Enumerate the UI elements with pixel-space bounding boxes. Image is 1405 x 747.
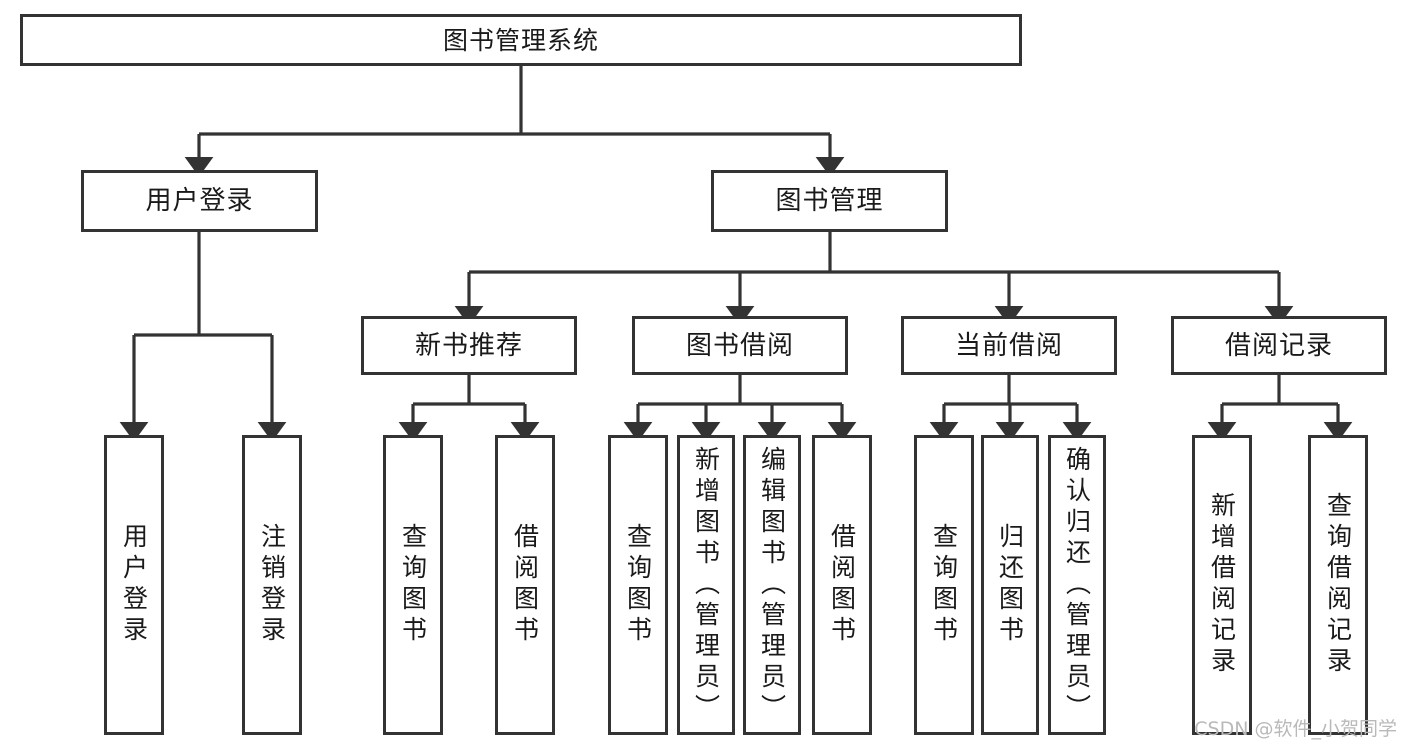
- node-borrow-record-label: 借阅记录: [1224, 330, 1333, 361]
- node-leaf-borrow-book-1[interactable]: 借阅图书: [495, 435, 555, 735]
- node-new-book-recommend[interactable]: 新书推荐: [361, 316, 577, 375]
- node-user-login[interactable]: 用户登录: [81, 170, 318, 232]
- node-leaf-borrow-book-1-label: 借阅图书: [510, 523, 540, 647]
- node-leaf-query-record-label: 查询借阅记录: [1323, 492, 1353, 678]
- node-leaf-add-record-label: 新增借阅记录: [1207, 492, 1237, 678]
- node-leaf-user-login-label: 用户登录: [119, 523, 149, 647]
- node-current-borrow-label: 当前借阅: [954, 330, 1063, 361]
- node-leaf-query-book-3[interactable]: 查询图书: [914, 435, 974, 735]
- node-leaf-query-book-1[interactable]: 查询图书: [383, 435, 443, 735]
- node-root-label: 图书管理系统: [442, 25, 599, 55]
- node-book-manage[interactable]: 图书管理: [711, 170, 948, 232]
- node-leaf-edit-book-label: 编辑图书（管理员）: [757, 445, 787, 725]
- node-leaf-query-book-1-label: 查询图书: [398, 523, 428, 647]
- node-leaf-query-record[interactable]: 查询借阅记录: [1308, 435, 1368, 735]
- node-book-manage-label: 图书管理: [775, 186, 884, 216]
- node-leaf-add-book[interactable]: 新增图书（管理员）: [677, 435, 735, 735]
- node-leaf-logout-label: 注销登录: [257, 523, 287, 647]
- node-book-borrow-label: 图书借阅: [685, 330, 794, 361]
- node-leaf-query-book-2-label: 查询图书: [623, 523, 653, 647]
- node-root[interactable]: 图书管理系统: [20, 14, 1022, 66]
- node-leaf-logout[interactable]: 注销登录: [242, 435, 302, 735]
- node-leaf-return-book-label: 归还图书: [995, 523, 1025, 647]
- node-leaf-query-book-2[interactable]: 查询图书: [608, 435, 668, 735]
- node-leaf-borrow-book-2[interactable]: 借阅图书: [812, 435, 872, 735]
- node-leaf-user-login[interactable]: 用户登录: [104, 435, 164, 735]
- node-leaf-query-book-3-label: 查询图书: [929, 523, 959, 647]
- node-book-borrow[interactable]: 图书借阅: [632, 316, 848, 375]
- node-leaf-borrow-book-2-label: 借阅图书: [827, 523, 857, 647]
- node-leaf-add-record[interactable]: 新增借阅记录: [1192, 435, 1252, 735]
- node-borrow-record[interactable]: 借阅记录: [1171, 316, 1387, 375]
- node-new-book-recommend-label: 新书推荐: [414, 330, 523, 361]
- node-leaf-add-book-label: 新增图书（管理员）: [691, 445, 721, 725]
- node-leaf-return-book[interactable]: 归还图书: [981, 435, 1039, 735]
- node-leaf-confirm-return-label: 确认归还（管理员）: [1062, 445, 1092, 725]
- node-leaf-edit-book[interactable]: 编辑图书（管理员）: [743, 435, 801, 735]
- csdn-watermark: CSDN @软件_小贺同学: [1194, 718, 1397, 740]
- node-leaf-confirm-return[interactable]: 确认归还（管理员）: [1048, 435, 1106, 735]
- node-user-login-label: 用户登录: [145, 186, 254, 216]
- node-current-borrow[interactable]: 当前借阅: [901, 316, 1117, 375]
